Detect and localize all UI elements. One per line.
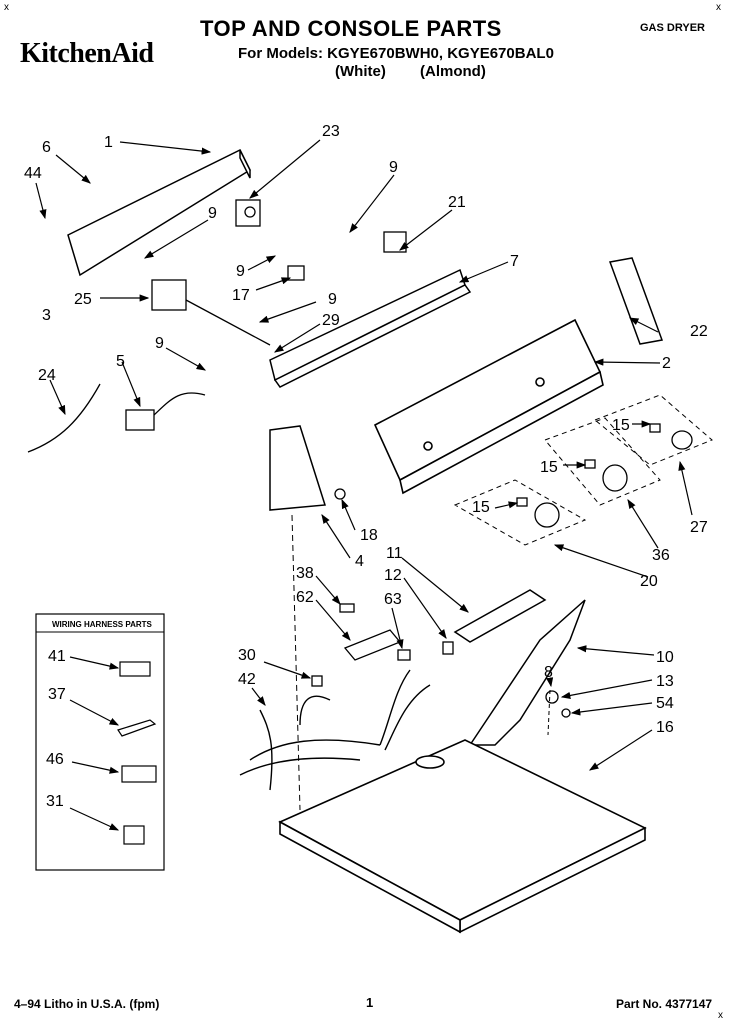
wiring-harness-title: WIRING HARNESS PARTS bbox=[52, 620, 153, 629]
part-switch-17 bbox=[287, 265, 305, 281]
guide-line bbox=[291, 514, 301, 811]
callout-9: 9 bbox=[155, 335, 164, 352]
part-clip-12 bbox=[442, 641, 454, 655]
part-washer-54 bbox=[561, 708, 571, 718]
guide-line bbox=[547, 689, 551, 736]
callout-13: 13 bbox=[656, 673, 674, 690]
part-connector-46 bbox=[121, 765, 157, 783]
callout-1: 1 bbox=[104, 134, 113, 151]
callout-44: 44 bbox=[24, 165, 42, 182]
part-bracket-62 bbox=[343, 629, 402, 661]
corner-mark: x bbox=[718, 1010, 723, 1021]
part-switch-21 bbox=[383, 231, 407, 253]
part-rail-7 bbox=[269, 268, 472, 388]
part-lint-housing-10 bbox=[468, 599, 586, 746]
callout-54: 54 bbox=[656, 695, 674, 712]
callout-21: 21 bbox=[448, 194, 466, 211]
callout-30: 30 bbox=[238, 647, 256, 664]
callout-36: 36 bbox=[652, 547, 670, 564]
callout-18: 18 bbox=[360, 527, 378, 544]
callout-25: 25 bbox=[74, 291, 92, 308]
corner-mark: x bbox=[4, 2, 9, 13]
part-connector-5 bbox=[125, 392, 206, 431]
wiring-harness-box: WIRING HARNESS PARTS 41 37 46 31 bbox=[35, 613, 165, 871]
callout-17: 17 bbox=[232, 287, 250, 304]
callout-24: 24 bbox=[38, 367, 56, 384]
part-bracket-23 bbox=[235, 199, 261, 227]
callout-9: 9 bbox=[328, 291, 337, 308]
callout-20: 20 bbox=[640, 573, 658, 590]
footer-page-number: 1 bbox=[366, 995, 374, 1010]
brand-logo: KitchenAid bbox=[20, 38, 154, 69]
part-harness-42 bbox=[239, 669, 431, 791]
part-lint-screen-11 bbox=[453, 589, 547, 643]
part-clip-30 bbox=[311, 675, 323, 687]
part-connector-41 bbox=[119, 661, 151, 677]
callout-11: 11 bbox=[386, 545, 403, 562]
part-timer-25 bbox=[151, 279, 271, 346]
callout-23: 23 bbox=[322, 123, 340, 140]
callout-15: 15 bbox=[612, 417, 630, 434]
part-connector-31 bbox=[123, 825, 145, 845]
callout-12: 12 bbox=[384, 567, 402, 584]
callout-4: 4 bbox=[355, 553, 364, 570]
part-clip-63 bbox=[397, 649, 411, 661]
part-console-2 bbox=[373, 318, 604, 495]
knob-dashed-boxes bbox=[453, 394, 713, 546]
part-end-cap-22 bbox=[608, 257, 664, 345]
callout-41: 41 bbox=[48, 648, 66, 665]
page-title: TOP AND CONSOLE PARTS bbox=[200, 16, 502, 41]
callout-42: 42 bbox=[238, 671, 256, 688]
callout-9: 9 bbox=[236, 263, 245, 280]
callout-15: 15 bbox=[540, 459, 558, 476]
leader-lines bbox=[35, 139, 693, 771]
footer-litho: 4–94 Litho in U.S.A. (fpm) bbox=[14, 997, 160, 1011]
callout-labels: 1 6 44 23 9 9 9 9 9 21 7 17 25 3 29 22 2… bbox=[24, 123, 708, 736]
product-type: GAS DRYER bbox=[640, 22, 705, 34]
corner-mark: x bbox=[716, 2, 721, 13]
callout-63: 63 bbox=[384, 591, 402, 608]
part-screw-13 bbox=[545, 690, 559, 704]
callout-37: 37 bbox=[48, 686, 66, 703]
footer-part-number: Part No. 4377147 bbox=[616, 997, 713, 1011]
callout-7: 7 bbox=[510, 253, 519, 270]
callout-5: 5 bbox=[116, 353, 125, 370]
callout-6: 6 bbox=[42, 139, 51, 156]
part-screw-18 bbox=[334, 488, 346, 500]
part-back-panel bbox=[67, 148, 251, 277]
callout-16: 16 bbox=[656, 719, 674, 736]
part-screw-38 bbox=[339, 603, 355, 613]
color-almond: (Almond) bbox=[420, 63, 486, 80]
callout-10: 10 bbox=[656, 649, 674, 666]
callout-2: 2 bbox=[662, 355, 671, 372]
callout-31: 31 bbox=[46, 793, 64, 810]
callout-29: 29 bbox=[322, 312, 340, 329]
callout-9: 9 bbox=[389, 159, 398, 176]
part-top-16 bbox=[278, 739, 647, 934]
callout-46: 46 bbox=[46, 751, 64, 768]
callout-9: 9 bbox=[208, 205, 217, 222]
callout-62: 62 bbox=[296, 589, 314, 606]
callout-3: 3 bbox=[42, 307, 51, 324]
part-wire-24 bbox=[27, 383, 101, 453]
part-side-panel-4 bbox=[269, 425, 326, 511]
callout-8: 8 bbox=[544, 664, 553, 681]
models-line: For Models: KGYE670BWH0, KGYE670BAL0 bbox=[238, 45, 554, 62]
callout-22: 22 bbox=[690, 323, 708, 340]
callout-38: 38 bbox=[296, 565, 314, 582]
color-white: (White) bbox=[335, 63, 386, 80]
callout-15: 15 bbox=[472, 499, 490, 516]
part-terminal-37 bbox=[117, 719, 157, 737]
part-knobs bbox=[516, 423, 693, 528]
callout-27: 27 bbox=[690, 519, 708, 536]
